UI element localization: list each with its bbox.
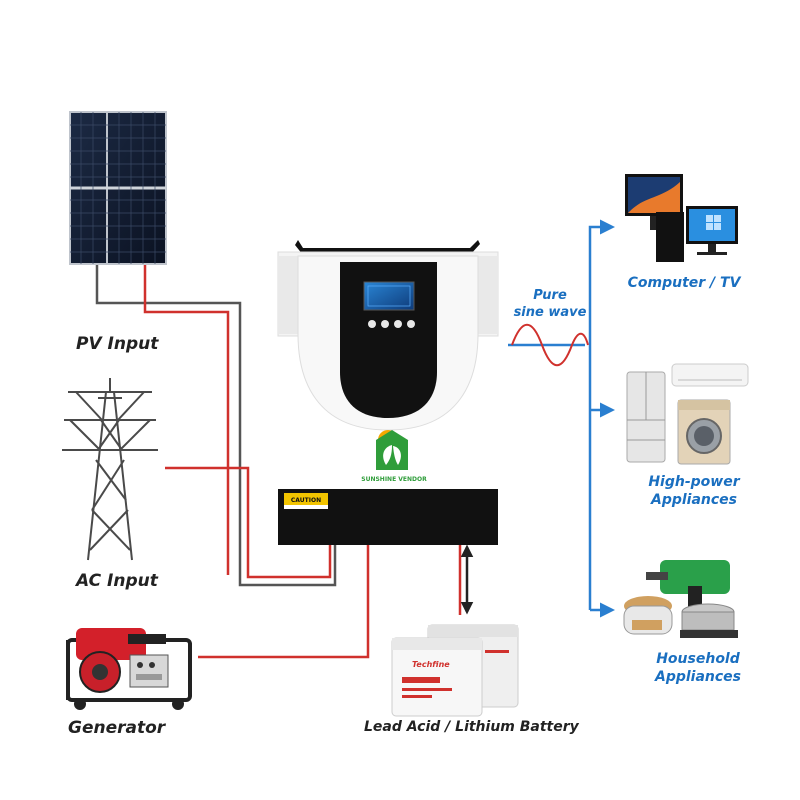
pv-red-wire <box>143 265 230 575</box>
computer-tv-label: Computer / TV <box>627 275 741 291</box>
computer-tv-image <box>625 174 738 262</box>
wires <box>95 265 474 659</box>
generator-wire <box>198 545 370 659</box>
household-appliances-image <box>623 560 738 638</box>
sine-wave <box>511 323 589 367</box>
pure-sine-wave-line1: Pure <box>533 288 567 303</box>
transmission-tower-image <box>62 378 158 561</box>
battery-label: Lead Acid / Lithium Battery <box>364 719 579 735</box>
high-power-appliances-label: High-power Appliances <box>634 473 754 509</box>
sunshine-vendor-logo: SUNSHINE VENDOR <box>361 430 427 483</box>
ac-input-wire <box>165 466 332 579</box>
pv-dc-wire <box>95 265 337 587</box>
household-label-line2: Appliances <box>654 669 742 685</box>
solar-panel-image <box>69 111 167 265</box>
high-power-label-line1: High-power <box>648 474 740 490</box>
pure-sine-wave-label: Pure sine wave <box>508 287 592 321</box>
high-power-appliances-image <box>626 363 749 465</box>
logo-text: SUNSHINE VENDOR <box>361 476 427 483</box>
ac-input-label: AC Input <box>76 571 158 591</box>
high-power-label-line2: Appliances <box>650 492 738 508</box>
pure-sine-wave-line2: sine wave <box>513 305 587 320</box>
caution-label: CAUTION <box>291 497 321 504</box>
household-appliances-label: Household Appliances <box>638 650 758 686</box>
battery-brand: Techfine <box>412 660 450 669</box>
output-arrows <box>508 219 615 618</box>
pv-input-label: PV Input <box>76 334 159 354</box>
inverter-image: CAUTION <box>277 240 499 545</box>
generator-label: Generator <box>68 718 166 738</box>
generator-image <box>66 628 192 710</box>
battery-image: Techfine <box>391 624 519 717</box>
household-label-line1: Household <box>656 651 740 667</box>
